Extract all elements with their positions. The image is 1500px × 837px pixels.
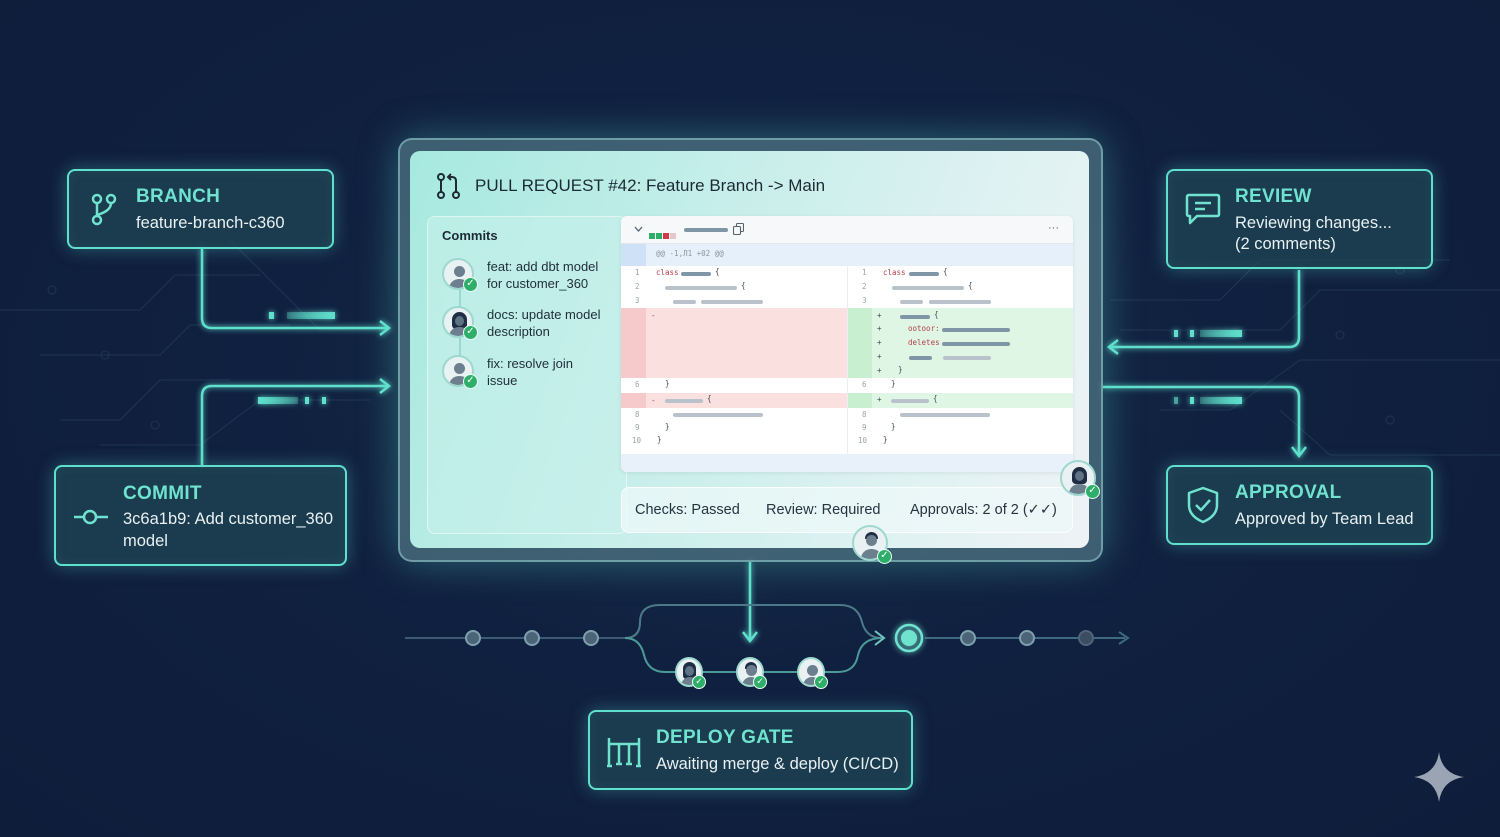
commit-message-line1: fix: resolve join [487, 356, 573, 371]
review-desc-line1: Reviewing changes... [1235, 214, 1392, 232]
hunk-header: @@ -1,Л1 +02 @@ [621, 244, 1073, 266]
deleted-gutter [621, 308, 646, 378]
check-icon: ✓ [692, 675, 706, 689]
chevron-down-icon[interactable] [634, 226, 643, 232]
check-icon: ✓ [814, 675, 828, 689]
commit-list-item[interactable]: ✓ fix: resolve join issue [442, 355, 617, 391]
commit-desc-line1: 3c6a1b9: Add customer_360 [123, 510, 334, 528]
comment-icon [1185, 193, 1221, 225]
checks-status: Checks: Passed [635, 502, 740, 518]
branch-title: BRANCH [136, 186, 221, 207]
deploy-gate-desc: Awaiting merge & deploy (CI/CD) [656, 755, 899, 773]
pull-request-title: PULL REQUEST #42: Feature Branch -> Main [475, 176, 826, 195]
branch-card[interactable]: BRANCH feature-branch-c360 [67, 169, 334, 249]
approval-title: APPROVAL [1235, 482, 1342, 503]
branch-name: feature-branch-c360 [136, 214, 285, 232]
check-icon: ✓ [463, 374, 478, 389]
commits-heading: Commits [442, 228, 498, 243]
commit-message-line2: issue [487, 373, 518, 388]
commit-list-item[interactable]: ✓ feat: add dbt model for customer_360 [442, 258, 617, 294]
person-female-icon [442, 306, 474, 338]
deploy-gate-title: DEPLOY GATE [656, 727, 794, 748]
check-icon: ✓ [877, 549, 892, 564]
added-gutter [847, 308, 872, 378]
diff-viewer: ··· @@ -1,Л1 +02 @@ 1 class { 2 { 3 1 cl… [621, 216, 1073, 472]
commit-message-line2: description [487, 324, 550, 339]
diff-toolbar: ··· [621, 216, 1073, 244]
commit-title: COMMIT [123, 483, 202, 504]
diff-column-divider [847, 266, 848, 454]
copy-icon[interactable] [733, 223, 744, 235]
check-icon: ✓ [1085, 484, 1100, 499]
commit-message-line2: for customer_360 [487, 276, 589, 291]
pipeline-track [405, 604, 1130, 673]
file-path-placeholder [684, 228, 728, 232]
commit-list-item[interactable]: ✓ docs: update model description [442, 306, 617, 342]
shield-check-icon [1187, 486, 1219, 524]
check-icon: ✓ [463, 325, 478, 340]
deleted-block [646, 308, 847, 378]
diffstat-indicator [649, 226, 676, 244]
git-branch-icon [91, 193, 117, 226]
review-desc-line2: (2 comments) [1235, 235, 1336, 253]
ellipsis-icon[interactable]: ··· [1048, 222, 1059, 234]
check-icon: ✓ [463, 277, 478, 292]
review-card[interactable]: REVIEW Reviewing changes... (2 comments) [1166, 169, 1433, 269]
review-status: Review: Required [766, 502, 881, 518]
git-pull-request-icon [437, 173, 460, 199]
commit-card[interactable]: COMMIT 3c6a1b9: Add customer_360 model [54, 465, 347, 566]
git-commit-icon [74, 509, 108, 525]
commit-message-line1: feat: add dbt model [487, 259, 599, 274]
commit-message-line1: docs: update model [487, 307, 601, 322]
sparkle-icon [1414, 752, 1464, 802]
commit-desc-line2: model [123, 532, 168, 550]
approval-card[interactable]: APPROVAL Approved by Team Lead [1166, 465, 1433, 545]
approval-desc: Approved by Team Lead [1235, 510, 1414, 528]
check-icon: ✓ [753, 675, 767, 689]
pr-status-bar: Checks: Passed Review: Required Approval… [621, 487, 1073, 533]
pipeline-reviewer-avatar[interactable] [675, 657, 703, 687]
gate-icon [607, 738, 641, 768]
deploy-gate-card[interactable]: DEPLOY GATE Awaiting merge & deploy (CI/… [588, 710, 913, 790]
approvals-status: Approvals: 2 of 2 (✓✓) [910, 502, 1057, 518]
review-title: REVIEW [1235, 186, 1312, 207]
